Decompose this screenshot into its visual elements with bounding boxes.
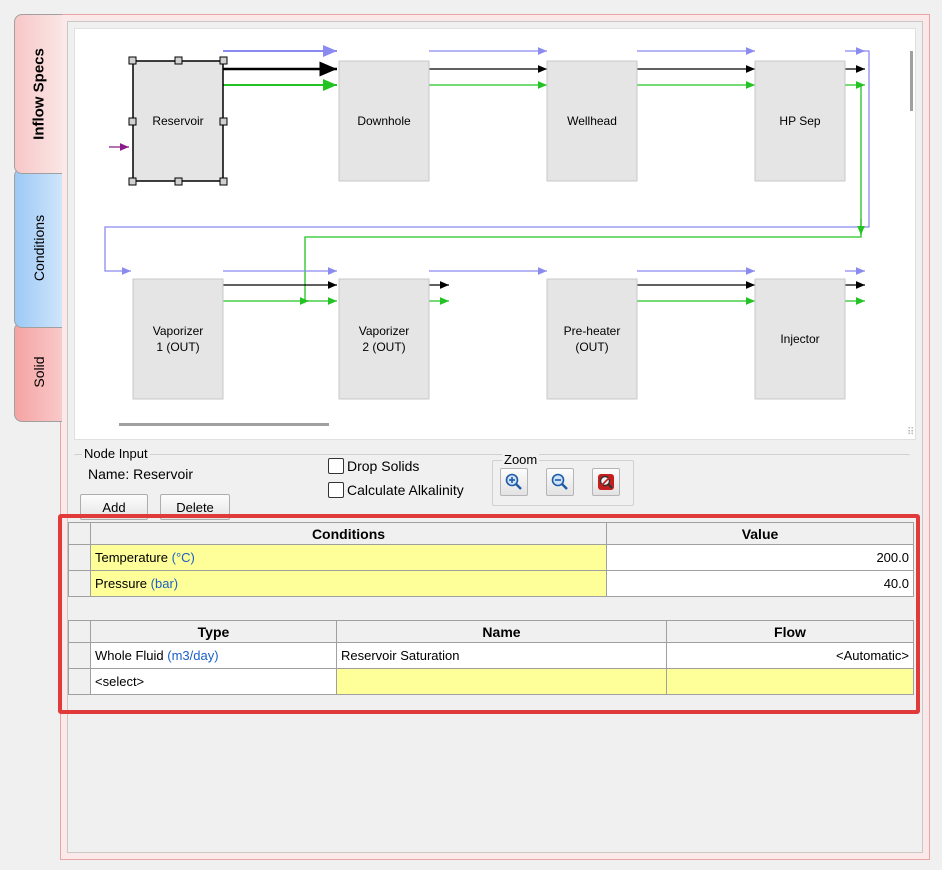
node-label-line: 2 (OUT) [362, 340, 405, 354]
inflow-specs-panel: Reservoir Downhole Wellhead [60, 14, 930, 860]
tab-conditions-label: Conditions [30, 214, 47, 282]
node-reservoir-label: Reservoir [152, 114, 203, 128]
node-wellhead[interactable]: Wellhead [546, 60, 638, 182]
pressure-unit[interactable]: (bar) [150, 576, 179, 591]
node-input-group-label: Node Input [82, 446, 150, 461]
temperature-label: Temperature [95, 550, 168, 565]
node-name-text: Name: Reservoir [88, 466, 194, 482]
temperature-unit[interactable]: (°C) [171, 550, 195, 565]
name-column-header[interactable]: Name [336, 620, 667, 643]
drop-solids-label: Drop Solids [347, 458, 420, 474]
row-header[interactable] [68, 642, 91, 669]
type-unit[interactable]: (m3/day) [167, 648, 219, 663]
node-vaporizer-1[interactable]: Vaporizer 1 (OUT) [132, 278, 224, 400]
zoom-in-button[interactable] [500, 468, 528, 496]
selection-handles[interactable] [128, 56, 228, 186]
type-label: Whole Fluid [95, 648, 164, 663]
temperature-value[interactable]: 200.0 [606, 544, 914, 571]
row-header[interactable] [68, 668, 91, 695]
node-label-line: (OUT) [575, 340, 608, 354]
conditions-column-header[interactable]: Conditions [90, 522, 607, 545]
node-injector-label: Injector [780, 332, 819, 346]
horizontal-scrollbar[interactable] [119, 423, 329, 426]
node-vaporizer-2-label: Vaporizer 2 (OUT) [359, 324, 409, 354]
row-header-corner[interactable] [68, 620, 91, 643]
node-vaporizer-2[interactable]: Vaporizer 2 (OUT) [338, 278, 430, 400]
drop-solids-box[interactable] [328, 458, 344, 474]
flow-cell[interactable]: <Automatic> [666, 642, 914, 669]
tab-solid-label: Solid [30, 356, 47, 388]
calculate-alkalinity-checkbox[interactable]: Calculate Alkalinity [328, 482, 464, 498]
type-select-cell[interactable]: <select> [90, 668, 337, 695]
conditions-table[interactable]: Conditions Value Temperature (°C) 200.0 … [68, 522, 914, 597]
table-row: Pressure (bar) 40.0 [68, 570, 914, 597]
zoom-out-button[interactable] [546, 468, 574, 496]
node-hp-sep-label: HP Sep [779, 114, 820, 128]
resize-grip-icon[interactable]: ⠿ [907, 427, 915, 438]
table-row: <select> [68, 668, 914, 695]
table-row: Whole Fluid (m3/day) Reservoir Saturatio… [68, 642, 914, 669]
conditions-table-header: Conditions Value [68, 522, 914, 545]
node-pre-heater[interactable]: Pre-heater (OUT) [546, 278, 638, 400]
temperature-cell[interactable]: Temperature (°C) [90, 544, 607, 571]
zoom-group [492, 460, 634, 506]
drop-solids-checkbox[interactable]: Drop Solids [328, 458, 419, 474]
process-flow-diagram[interactable]: Reservoir Downhole Wellhead [74, 28, 916, 440]
calculate-alkalinity-label: Calculate Alkalinity [347, 482, 464, 498]
zoom-out-icon [551, 473, 568, 490]
pressure-value[interactable]: 40.0 [606, 570, 914, 597]
tab-inflow-specs[interactable]: Inflow Specs [14, 14, 62, 174]
pressure-label: Pressure [95, 576, 148, 591]
tab-conditions[interactable]: Conditions [14, 168, 62, 328]
row-header[interactable] [68, 544, 91, 571]
type-column-header[interactable]: Type [90, 620, 337, 643]
flow-column-header[interactable]: Flow [666, 620, 914, 643]
row2-streams [223, 267, 865, 305]
row-header-corner[interactable] [68, 522, 91, 545]
node-downhole[interactable]: Downhole [338, 60, 430, 182]
node-label-line: Vaporizer [153, 324, 203, 338]
node-vaporizer-1-label: Vaporizer 1 (OUT) [153, 324, 203, 354]
inflow-table[interactable]: Type Name Flow Whole Fluid (m3/day) Rese… [68, 620, 914, 695]
calculate-alkalinity-box[interactable] [328, 482, 344, 498]
node-label-line: Pre-heater [564, 324, 621, 338]
zoom-reset-button[interactable] [592, 468, 620, 496]
pressure-cell[interactable]: Pressure (bar) [90, 570, 607, 597]
type-cell[interactable]: Whole Fluid (m3/day) [90, 642, 337, 669]
tab-solid[interactable]: Solid [14, 322, 62, 422]
node-reservoir[interactable]: Reservoir [128, 56, 228, 186]
node-input-group [74, 454, 910, 534]
node-hp-sep[interactable]: HP Sep [754, 60, 846, 182]
node-injector[interactable]: Injector [754, 278, 846, 400]
panel-body: Reservoir Downhole Wellhead [67, 21, 923, 853]
inflow-table-header: Type Name Flow [68, 620, 914, 643]
row-header[interactable] [68, 570, 91, 597]
node-label-line: Vaporizer [359, 324, 409, 338]
zoom-in-icon [505, 473, 522, 490]
zoom-reset-icon [598, 474, 614, 490]
flow-input-cell[interactable] [666, 668, 914, 695]
node-downhole-label: Downhole [357, 114, 411, 128]
value-column-header[interactable]: Value [606, 522, 914, 545]
zoom-group-label: Zoom [502, 452, 540, 467]
node-pre-heater-label: Pre-heater (OUT) [564, 324, 621, 354]
node-wellhead-label: Wellhead [567, 114, 617, 128]
flow-diagram-svg: Reservoir Downhole Wellhead [104, 45, 870, 400]
tab-inflow-specs-label: Inflow Specs [30, 48, 47, 140]
row1-streams [109, 45, 865, 151]
node-input-section: Node Input Name: Reservoir Add Delete Dr… [74, 446, 916, 532]
table-row: Temperature (°C) 200.0 [68, 544, 914, 571]
vertical-scrollbar[interactable] [910, 51, 913, 111]
node-label-line: 1 (OUT) [156, 340, 199, 354]
name-input-cell[interactable] [336, 668, 667, 695]
highlighted-grid-region: Conditions Value Temperature (°C) 200.0 … [58, 514, 920, 714]
name-cell[interactable]: Reservoir Saturation [336, 642, 667, 669]
